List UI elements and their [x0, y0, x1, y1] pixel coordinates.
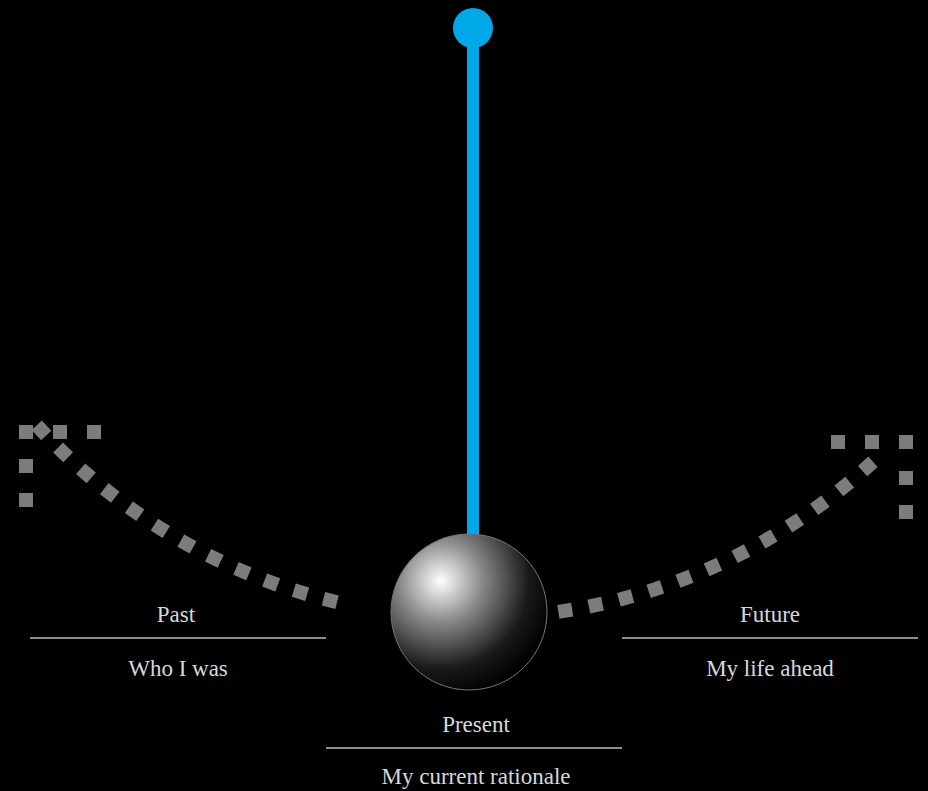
path-square [831, 435, 845, 449]
period-caption: My life ahead [706, 656, 834, 681]
path-square [100, 483, 120, 503]
period-heading: Future [740, 602, 800, 627]
path-square [177, 535, 196, 554]
path-square [292, 583, 309, 600]
path-square [125, 502, 144, 521]
period-caption: Who I was [128, 656, 228, 681]
path-square [19, 425, 33, 439]
path-square [19, 493, 33, 507]
path-square [785, 513, 804, 532]
divider-line [30, 637, 326, 639]
path-square [899, 505, 913, 519]
divider-line [622, 637, 918, 639]
period-heading: Present [442, 712, 510, 737]
period-heading: Past [157, 602, 195, 627]
path-square [731, 544, 750, 563]
period-caption: My current rationale [381, 764, 570, 789]
path-square [858, 457, 878, 477]
path-square [262, 573, 280, 591]
path-square [87, 425, 101, 439]
path-square [834, 477, 854, 497]
path-square [704, 558, 722, 576]
path-square [19, 459, 33, 473]
path-square [151, 519, 170, 538]
path-square [587, 597, 604, 614]
pendulum-rod [467, 28, 479, 548]
path-square [646, 580, 664, 598]
path-square [899, 471, 913, 485]
path-square [76, 463, 96, 483]
path-square [322, 592, 339, 609]
path-square [557, 603, 573, 619]
path-square [865, 435, 879, 449]
path-square [53, 443, 73, 463]
path-square [617, 589, 634, 606]
path-square [53, 425, 67, 439]
path-square [32, 420, 52, 440]
pivot [453, 8, 493, 48]
path-square [899, 435, 913, 449]
path-square [233, 562, 251, 580]
path-square [810, 496, 830, 516]
pendulum-ball [391, 534, 547, 690]
divider-line [326, 747, 622, 749]
path-square [205, 549, 224, 568]
path-square [675, 570, 693, 588]
path-square [758, 529, 777, 548]
